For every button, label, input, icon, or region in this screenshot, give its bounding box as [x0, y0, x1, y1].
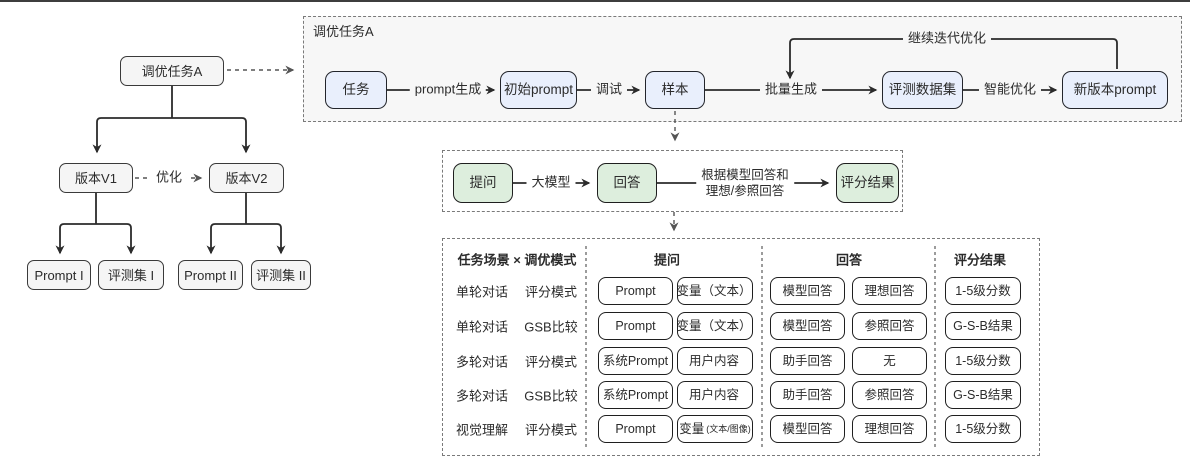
cell-answer-1: 助手回答 — [770, 347, 845, 375]
cell-question-1: Prompt — [598, 415, 673, 443]
cell-score: 1-5级分数 — [945, 415, 1021, 443]
node-sample: 样本 — [645, 71, 705, 109]
edge-label-scoring-basis: 根据模型回答和 理想/参照回答 — [696, 166, 794, 200]
cell-score: G-S-B结果 — [945, 312, 1021, 340]
node-version-v1: 版本V1 — [59, 163, 133, 193]
cell-answer-1: 助手回答 — [770, 381, 845, 409]
cell-question-1: Prompt — [598, 277, 673, 305]
row-scene: 多轮对话 — [455, 388, 509, 404]
cell-score: 1-5级分数 — [945, 277, 1021, 305]
top-flow-container — [303, 16, 1182, 122]
cell-answer-2: 理想回答 — [852, 277, 927, 305]
cell-answer-1: 模型回答 — [770, 312, 845, 340]
cell-score: 1-5级分数 — [945, 347, 1021, 375]
node-initial-prompt: 初始prompt — [500, 71, 577, 109]
cell-answer-1: 模型回答 — [770, 277, 845, 305]
row-mode: 评分模式 — [524, 354, 578, 370]
table-header-scene-mode: 任务场景 × 调优模式 — [457, 252, 577, 268]
top-border-line — [0, 0, 1190, 2]
table-header-question: 提问 — [653, 252, 681, 268]
cell-answer-2: 无 — [852, 347, 927, 375]
cell-question-2: 用户内容 — [677, 347, 753, 375]
node-answer: 回答 — [597, 163, 657, 203]
node-eval-dataset: 评测数据集 — [882, 71, 963, 109]
table-header-score: 评分结果 — [953, 252, 1007, 268]
table-header-answer: 回答 — [835, 252, 863, 268]
scoring-basis-line2: 理想/参照回答 — [705, 184, 785, 198]
node-tuning-task-a: 调优任务A — [120, 56, 224, 86]
edge-label-debug: 调试 — [590, 81, 628, 99]
edge-label-optimize: 优化 — [150, 169, 188, 187]
row-scene: 多轮对话 — [455, 354, 509, 370]
node-evalset-2: 评测集 II — [251, 260, 311, 290]
cell-answer-2: 参照回答 — [852, 312, 927, 340]
row-scene: 视觉理解 — [455, 422, 509, 438]
node-prompt-2: Prompt II — [178, 260, 243, 290]
edge-label-batch-generate: 批量生成 — [759, 81, 823, 99]
cell-answer-1: 模型回答 — [770, 415, 845, 443]
row-mode: 评分模式 — [524, 284, 578, 300]
edge-label-llm: 大模型 — [526, 174, 576, 192]
node-question: 提问 — [453, 163, 513, 203]
cell-question-2: 变量（文本） — [677, 277, 753, 305]
cell-answer-2: 参照回答 — [852, 381, 927, 409]
cell-question-2: 变量(文本/图像) — [677, 415, 753, 443]
node-prompt-1: Prompt I — [27, 260, 91, 290]
row-mode: GSB比较 — [524, 319, 578, 335]
scoring-basis-line1: 根据模型回答和 — [701, 168, 789, 182]
node-evalset-1: 评测集 I — [98, 260, 164, 290]
row-scene: 单轮对话 — [455, 319, 509, 335]
edge-label-feedback-loop: 继续迭代优化 — [902, 30, 992, 48]
cell-question-2: 用户内容 — [677, 381, 753, 409]
node-version-v2: 版本V2 — [209, 163, 284, 193]
edge-label-smart-optimize: 智能优化 — [978, 81, 1042, 99]
cell-question-2: 变量（文本） — [677, 312, 753, 340]
row-mode: 评分模式 — [524, 422, 578, 438]
node-score-result: 评分结果 — [836, 163, 899, 203]
row-mode: GSB比较 — [524, 388, 578, 404]
cell-score: G-S-B结果 — [945, 381, 1021, 409]
node-new-version-prompt: 新版本prompt — [1062, 71, 1168, 109]
cell-question-1: 系统Prompt — [598, 347, 673, 375]
cell-answer-2: 理想回答 — [852, 415, 927, 443]
node-task: 任务 — [325, 71, 387, 109]
cell-question-1: 系统Prompt — [598, 381, 673, 409]
top-flow-container-title: 调优任务A — [313, 24, 374, 39]
cell-question-1: Prompt — [598, 312, 673, 340]
edge-label-prompt-generate: prompt生成 — [409, 81, 487, 99]
row-scene: 单轮对话 — [455, 284, 509, 300]
